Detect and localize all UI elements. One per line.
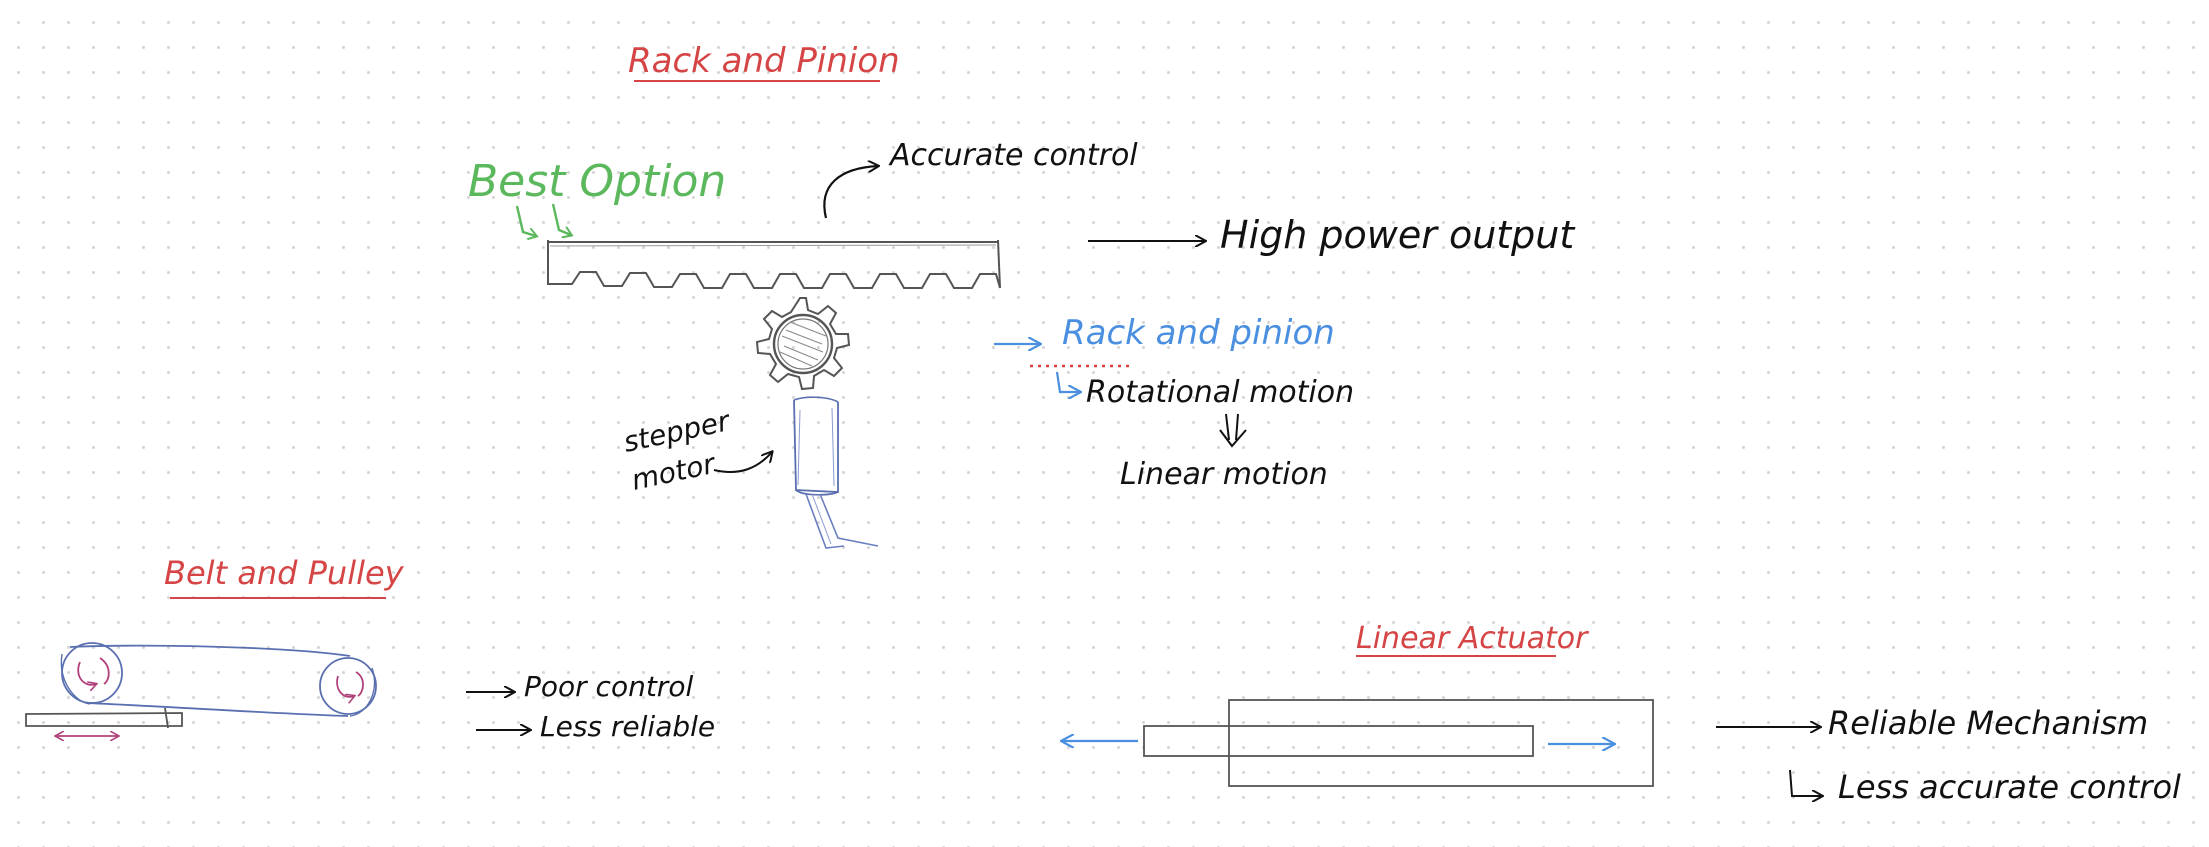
belt-and-pulley-title: Belt and Pulley <box>164 554 405 592</box>
rack-and-pinion-blue-label: Rack and pinion <box>1062 313 1335 353</box>
less-accurate-control-label: Less accurate control <box>1838 768 2181 806</box>
best-option-arrow-left <box>515 205 536 236</box>
stepper-motor-icon <box>793 396 879 549</box>
less-accurate-control-arrow <box>1789 769 1822 796</box>
less-reliable-label: Less reliable <box>540 710 715 743</box>
reliable-mechanism-label: Reliable Mechanism <box>1828 704 2148 742</box>
rack-and-pinion-title: Rack and Pinion <box>628 41 900 81</box>
stepper-motor-arrow <box>713 452 772 473</box>
belt-and-pulley-section: Belt and Pulley Poor control Les <box>25 554 715 743</box>
stepper-label-line1: stepper <box>621 404 734 459</box>
linear-motion-label: Linear motion <box>1120 457 1328 492</box>
gear-icon <box>755 297 851 391</box>
pulley-icon <box>25 642 377 736</box>
poor-control-label: Poor control <box>524 670 693 703</box>
rotational-motion-label: Rotational motion <box>1086 375 1354 410</box>
linear-actuator-icon <box>1143 699 1654 787</box>
best-option-label: Best Option <box>468 156 726 207</box>
accurate-control-arrow <box>823 166 878 219</box>
implies-arrow-down <box>1219 413 1247 448</box>
rack-and-pinion-section: Rack and Pinion Best Option Accurate con… <box>468 41 1576 549</box>
accurate-control-label: Accurate control <box>888 138 1138 173</box>
linear-actuator-section: Linear Actuator Reliable Mechanism Less … <box>1062 621 2181 806</box>
rotational-motion-arrow <box>1055 371 1080 392</box>
linear-actuator-title: Linear Actuator <box>1356 621 1589 656</box>
best-option-arrow-right <box>551 203 571 235</box>
high-power-output-label: High power output <box>1220 213 1576 257</box>
rack-icon <box>547 239 1001 289</box>
